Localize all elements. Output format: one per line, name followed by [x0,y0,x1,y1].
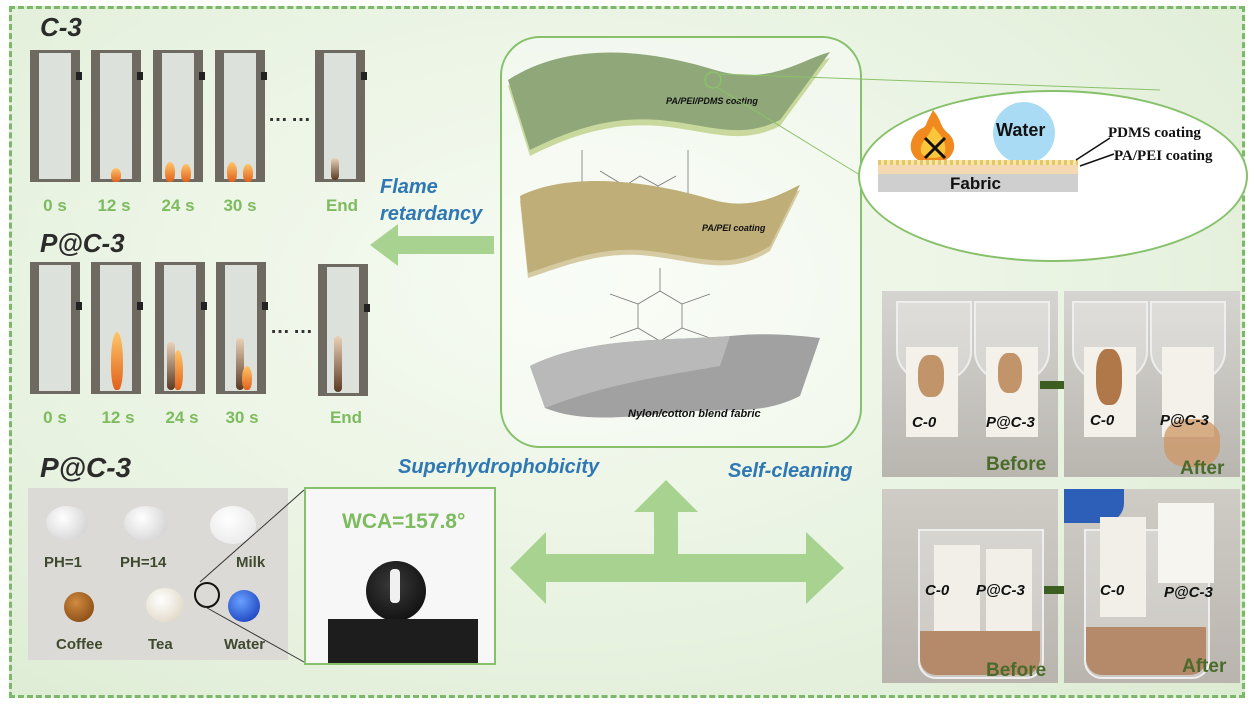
c3-strip-end [315,50,367,182]
drop-label-ph14: PH=14 [120,554,167,571]
droplet-photo [28,488,288,660]
wca-panel [304,487,496,665]
water-label: Water [996,120,1046,140]
c3-time-end: End [325,196,359,215]
pc3-time-12: 12 s [101,408,135,427]
pc3-top-title: P@C-3 [40,228,125,258]
photo-beaker-before-bottom [882,489,1058,683]
layer-top-label: PA/PEI/PDMS coating [666,96,758,106]
pc3-time-24: 24 s [165,408,199,427]
layer-structure-drawing [508,52,830,418]
drop-label-milk: Milk [236,554,266,571]
sc-after-bottom-c0: C-0 [1100,582,1125,599]
c3-strip-30s [215,50,267,182]
fabric-label: Fabric [950,174,1002,193]
layer-bottom-label: Nylon/cotton blend fabric [628,408,761,420]
zoom-connector-lines [717,73,1161,181]
papei-coating-label: PA/PEI coating [1114,148,1213,164]
pc3-strip-24s [155,262,207,394]
water-droplet [993,102,1055,164]
drop-milk [210,506,256,544]
double-arrow-icon [510,480,844,604]
drop-label-water: Water [224,636,266,653]
drop-ph1 [46,506,88,540]
pc3-time-end: End [329,408,363,427]
flame-retardancy-line1: Flame [380,176,438,198]
c3-ellipsis: …… [268,104,314,126]
sc-after-bottom-label: After [1182,656,1227,677]
c3-time-30: 30 s [223,196,257,215]
drop-label-ph1: PH=1 [44,554,82,571]
drop-tea [146,588,184,622]
c3-title: C-3 [40,12,82,42]
layer-middle-label: PA/PEI coating [702,223,766,233]
pointer-lines [1075,137,1115,167]
superhydrophobicity-label: Superhydrophobicity [398,456,600,478]
sc-before-top-label: Before [986,454,1047,475]
fabric-layer [878,174,1078,192]
drop-ph14 [124,506,168,540]
pdms-coating-label: PDMS coating [1108,125,1201,141]
pc3-time-30: 30 s [225,408,259,427]
zoom-lines [199,489,305,663]
c3-time-12: 12 s [97,196,131,215]
pc3-strip-12s [91,262,143,394]
pc3-strip-30s [216,262,268,394]
pc3-time-0: 0 s [43,408,67,427]
sc-after-top-pc3: P@C-3 [1160,412,1209,429]
pc3-strip-end [318,264,370,396]
sc-after-top-c0: C-0 [1090,412,1115,429]
c3-strip-12s [91,50,143,182]
sc-before-top-pc3: P@C-3 [986,414,1035,431]
pc3-ellipsis: …… [270,316,316,338]
wca-value: WCA=157.8° [342,510,466,533]
sc-before-bottom-label: Before [986,660,1047,681]
left-arrow-icon [370,224,494,266]
sc-before-top-c0: C-0 [912,414,937,431]
pc3-bottom-title: P@C-3 [40,452,132,483]
sc-before-bottom-c0: C-0 [925,582,950,599]
drop-water [228,590,260,622]
drop-label-coffee: Coffee [56,636,103,653]
c3-time-0: 0 s [43,196,67,215]
flame-icon [910,110,955,164]
c3-strip-0s [30,50,82,182]
papei-layer [878,165,1078,174]
pdms-layer [878,160,1078,165]
drop-label-tea: Tea [148,636,173,653]
c3-time-24: 24 s [161,196,195,215]
drop-coffee [64,592,94,622]
sc-before-bottom-pc3: P@C-3 [976,582,1025,599]
zoom-circle [194,582,220,608]
photo-beaker-after-bottom [1064,489,1240,683]
sc-after-top-label: After [1180,458,1225,479]
c3-strip-24s [153,50,205,182]
flame-retardancy-line2: retardancy [380,203,483,225]
photo-beaker-before-top [882,291,1058,477]
photo-beaker-after-top [1064,291,1240,477]
self-cleaning-label: Self-cleaning [728,460,853,482]
pc3-strip-0s [30,262,82,394]
sc-after-bottom-pc3: P@C-3 [1164,584,1213,601]
